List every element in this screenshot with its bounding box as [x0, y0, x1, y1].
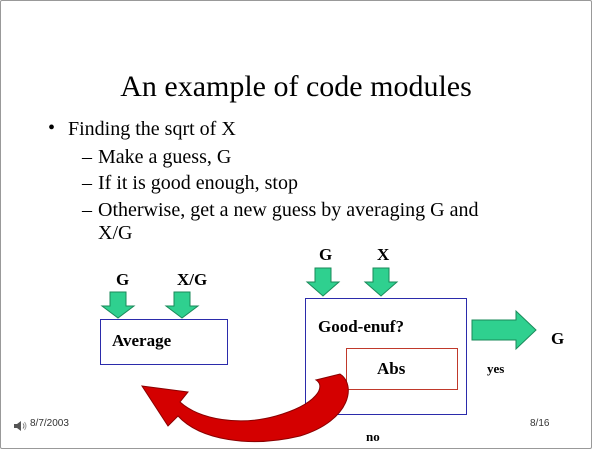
right-arrow-icon: [471, 309, 537, 351]
down-arrow-icon: [164, 291, 200, 319]
sub-item-3: –Otherwise, get a new guess by averaging…: [82, 199, 479, 221]
abs-box: [346, 348, 458, 390]
down-arrow-icon: [100, 291, 136, 319]
footer-date: 8/7/2003: [30, 418, 69, 429]
no-label: no: [366, 429, 380, 444]
average-label: Average: [112, 331, 172, 350]
goodenuf-input-x-label: X: [377, 245, 390, 264]
down-arrow-icon: [305, 267, 341, 297]
slide-title: An example of code modules: [120, 70, 472, 103]
curved-arrow-icon: [140, 373, 349, 442]
bullet-text: Finding the sqrt of X: [68, 118, 236, 140]
average-input-xg-label: X/G: [177, 270, 208, 289]
yes-label: yes: [487, 361, 505, 376]
bullet-dot: •: [48, 117, 56, 139]
speaker-icon[interactable]: [12, 418, 28, 439]
bullet-item: • Finding the sqrt of X: [48, 117, 236, 141]
sub-item-1: –Make a guess, G: [82, 146, 232, 168]
footer-page-number: 8/16: [530, 418, 550, 429]
average-input-g-label: G: [116, 270, 130, 289]
average-box: [100, 319, 228, 365]
abs-label: Abs: [377, 359, 406, 378]
output-g-label: G: [551, 329, 565, 348]
goodenuf-label: Good-enuf?: [318, 317, 404, 336]
sub-item-3-continued: X/G: [98, 222, 133, 244]
goodenuf-input-g-label: G: [319, 245, 333, 264]
sub-item-2: –If it is good enough, stop: [82, 172, 298, 194]
down-arrow-icon: [363, 267, 399, 297]
